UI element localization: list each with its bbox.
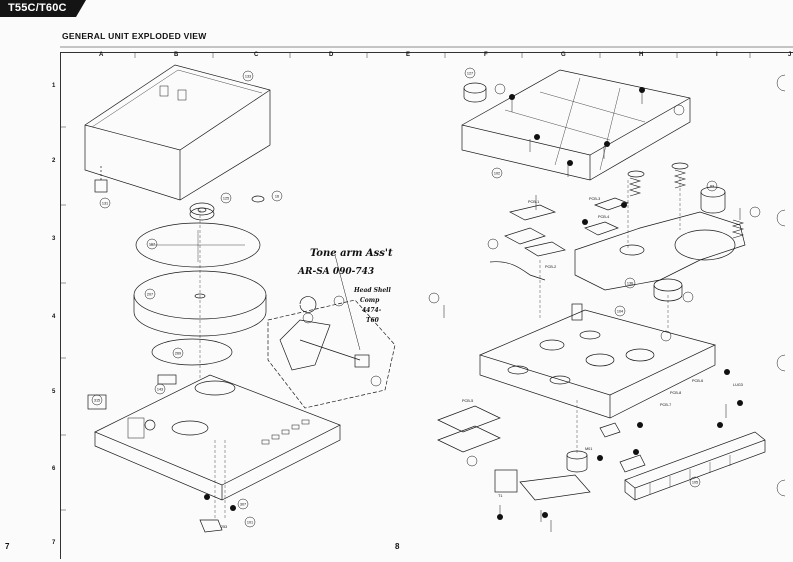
- turntable-base: [94, 374, 341, 486]
- part-label: 104: [617, 310, 623, 314]
- pcb-label: PCB-1: [528, 200, 539, 204]
- handwritten-note-line5: 4474-: [362, 307, 382, 314]
- part-label: 131: [102, 202, 108, 206]
- row-label: 7: [52, 540, 56, 546]
- pcb-lower: [437, 405, 501, 433]
- bottom-plate: [461, 69, 691, 181]
- pcb-group-upper: [504, 197, 630, 257]
- row-label: 5: [52, 389, 56, 395]
- pcb-label: PCB-6: [692, 379, 703, 383]
- column-label: F: [484, 52, 488, 58]
- row-label: 1: [52, 83, 56, 89]
- lug-label: LUG3: [733, 383, 743, 387]
- part-label: 105: [692, 481, 698, 485]
- column-label: H: [639, 52, 644, 58]
- handwritten-note-line3: Head Shell: [353, 287, 391, 294]
- handwritten-note-line6: T60: [366, 317, 380, 324]
- page-number-right: 8: [395, 542, 400, 551]
- pcb-label: PCB-8: [670, 391, 681, 395]
- front-panel: [624, 431, 766, 501]
- row-label: 3: [52, 236, 56, 242]
- platter-mat: [135, 222, 261, 268]
- part-label: 207: [147, 293, 153, 297]
- pcb-label: PCB-4: [598, 215, 609, 219]
- part-label: 127: [467, 72, 473, 76]
- drive-belt: [151, 338, 233, 366]
- part-label: 16: [275, 195, 279, 199]
- column-label: I: [716, 52, 718, 58]
- handwritten-note-line2: AR-SA 090-743: [297, 267, 374, 277]
- arm-base-plate: [574, 211, 746, 291]
- column-label: D: [329, 52, 334, 58]
- transformer: [494, 469, 518, 493]
- part-label: 269: [175, 352, 181, 356]
- part-label: 101: [247, 521, 253, 525]
- pcb-label: PCB-2: [545, 265, 556, 269]
- pcb-label: PCB-3: [589, 197, 600, 201]
- counterweight: [700, 186, 726, 198]
- dust-cover: [84, 64, 271, 201]
- part-label: 143: [157, 388, 163, 392]
- part-label: 307: [240, 503, 246, 507]
- column-label: B: [174, 52, 179, 58]
- row-label: 2: [52, 158, 56, 164]
- row-label: 6: [52, 466, 56, 472]
- pcb-label: PCB-7: [660, 403, 671, 407]
- page-title: GENERAL UNIT EXPLODED VIEW: [62, 31, 207, 41]
- part-label: 136: [627, 282, 633, 286]
- column-label: J: [788, 52, 792, 58]
- cabinet: [478, 309, 717, 396]
- page-number-left: 7: [5, 542, 10, 551]
- part-label: 133: [245, 75, 251, 79]
- part-label: 125: [223, 197, 229, 201]
- model-name: T55C/T60C: [8, 2, 67, 14]
- part-label: 102: [494, 172, 500, 176]
- hinge: [94, 179, 108, 193]
- part-label: 253: [221, 525, 227, 529]
- part-label: 83: [710, 185, 714, 189]
- model-tab: T55C/T60C: [0, 0, 86, 17]
- column-label: G: [561, 52, 566, 58]
- pcb-label: PCB-5: [462, 399, 473, 403]
- diagram-frame: A B C D E F G H I J 1 2 3 4 5 6 7: [52, 52, 793, 559]
- tonearm-detail-frame: [267, 299, 396, 409]
- part-label: 167: [149, 243, 155, 247]
- motor-bracket: [519, 474, 591, 501]
- row-label: 4: [52, 314, 56, 320]
- part-label: 315: [94, 399, 100, 403]
- transformer-label: T1: [498, 494, 502, 498]
- column-label: E: [406, 52, 411, 58]
- handwritten-note-line4: Comp: [360, 297, 380, 304]
- handwritten-note-line1: Tone arm Ass't: [310, 248, 393, 259]
- motor-label: M01: [585, 447, 592, 451]
- rubber-foot: [463, 82, 487, 94]
- column-label: C: [254, 52, 259, 58]
- column-label: A: [99, 52, 104, 58]
